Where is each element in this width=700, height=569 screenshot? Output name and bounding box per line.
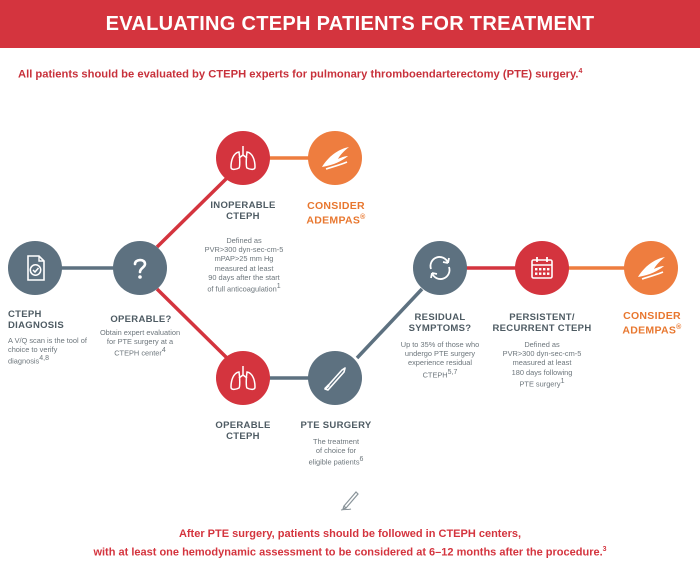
diagnosis-node — [8, 241, 62, 295]
inoperable-title-line2: CTEPH — [226, 211, 260, 222]
inoperable-desc-line: Defined as — [226, 236, 262, 245]
inoperable-desc-line: 90 days after the start — [208, 272, 280, 282]
cycle-arrows-icon — [429, 256, 451, 280]
document-check-icon — [27, 255, 45, 281]
inoperable-desc-line: measured at least — [214, 263, 274, 273]
residual-node — [413, 241, 467, 295]
adempas-wing-icon — [638, 257, 665, 280]
persistent-ref: 1 — [560, 377, 565, 385]
operable-ref: 4 — [161, 347, 166, 355]
footer-note: After PTE surgery, patients should be fo… — [0, 527, 700, 561]
pte-desc-line: eligible patients — [308, 457, 360, 467]
operable-desc: Obtain expert evaluation for PTE surgery… — [96, 328, 184, 358]
residual-desc-text: Up to 35% of those who undergo PTE surge… — [400, 340, 480, 380]
pte-desc-line: The treatment — [312, 437, 359, 446]
consider-right-node — [624, 241, 678, 295]
pte-surgery-title: PTE SURGERY — [300, 420, 372, 431]
consider-right-line2: ADEMPAS — [622, 324, 677, 337]
connector-operable-operablecteph — [155, 287, 229, 360]
diagnosis-title: CTEPH DIAGNOSIS — [8, 309, 64, 331]
consider-top-node — [308, 131, 362, 185]
operable-cteph-node — [216, 351, 270, 405]
connector-pte-residual — [355, 287, 424, 360]
residual-title-line2: SYMPTOMS? — [408, 323, 472, 334]
residual-title: RESIDUAL SYMPTOMS? — [398, 312, 482, 334]
diagnosis-ref: 4,8 — [39, 355, 49, 363]
inoperable-desc: Defined as PVR>300 dyn-sec-cm-5 mPAP>25 … — [190, 236, 298, 294]
pte-surgery-desc: The treatment of choice for eligible pat… — [286, 437, 386, 467]
intro-statement: All patients should be evaluated by CTEP… — [18, 68, 579, 81]
inoperable-desc-line: mPAP>25 mm Hg — [214, 254, 274, 264]
footer-line2: with at least one hemodynamic assessment… — [93, 546, 603, 559]
inoperable-ref: 1 — [276, 283, 281, 291]
inoperable-node — [216, 131, 270, 185]
footer-ref: 3 — [602, 546, 607, 553]
inoperable-desc-line: of full anticoagulation — [207, 284, 277, 294]
calendar-icon — [531, 257, 553, 279]
page-title: EVALUATING CTEPH PATIENTS FOR TREATMENT — [105, 12, 595, 35]
consider-top-line1: CONSIDER — [307, 200, 365, 212]
persistent-title-line1: PERSISTENT/ — [509, 312, 575, 323]
persistent-desc-line: PTE surgery — [519, 379, 561, 389]
persistent-title-line2: RECURRENT CTEPH — [492, 323, 592, 334]
persistent-desc: Defined as PVR>300 dyn-sec-cm-5 measured… — [494, 340, 590, 388]
persistent-desc-line: PVR>300 dyn-sec-cm-5 — [502, 349, 582, 359]
inoperable-title: INOPERABLE CTEPH — [203, 200, 283, 222]
connector-operable-inoperable — [155, 176, 229, 249]
operable-cteph-line2: CTEPH — [226, 431, 260, 442]
lungs-icon — [230, 146, 256, 171]
intro-text: All patients should be evaluated by CTEP… — [18, 68, 688, 81]
consider-top-mark: ® — [360, 214, 366, 221]
diagnosis-title-line2: DIAGNOSIS — [8, 320, 65, 331]
residual-ref: 5,7 — [447, 368, 458, 376]
inoperable-title-line1: INOPERABLE — [210, 200, 276, 211]
persistent-desc-line: Defined as — [524, 340, 560, 349]
consider-top-line2: ADEMPAS — [306, 214, 361, 227]
diagnosis-title-line1: CTEPH — [8, 309, 42, 320]
pen-icon — [340, 491, 359, 511]
operable-cteph-line1: OPERABLE — [215, 420, 271, 431]
header-banner: EVALUATING CTEPH PATIENTS FOR TREATMENT — [0, 0, 700, 48]
persistent-desc-line: measured at least — [512, 358, 572, 368]
diagnosis-desc-text: A V/Q scan is the tool of choice to veri… — [8, 336, 87, 366]
inoperable-desc-line: PVR>300 dyn-sec-cm-5 — [204, 245, 284, 255]
consider-right-title: CONSIDER ADEMPAS® — [612, 310, 692, 337]
consider-top-title: CONSIDER ADEMPAS® — [296, 200, 376, 227]
diagnosis-desc: A V/Q scan is the tool of choice to veri… — [8, 336, 90, 366]
pte-ref: 6 — [359, 456, 364, 464]
consider-right-line1: CONSIDER — [623, 310, 681, 322]
operable-cteph-title: OPERABLE CTEPH — [203, 420, 283, 442]
pte-desc-line: of choice for — [315, 446, 357, 456]
persistent-desc-line: 180 days following — [511, 367, 573, 377]
question-mark-icon — [133, 258, 147, 279]
adempas-wing-icon — [322, 147, 349, 170]
footer-line1: After PTE surgery, patients should be fo… — [178, 528, 522, 540]
persistent-title: PERSISTENT/ RECURRENT CTEPH — [492, 312, 592, 334]
lungs-icon — [230, 366, 256, 391]
residual-title-line1: RESIDUAL — [414, 312, 466, 323]
operable-node — [113, 241, 167, 295]
intro-ref: 4 — [578, 68, 583, 75]
scalpel-icon — [324, 367, 346, 391]
operable-title: OPERABLE? — [110, 314, 172, 325]
persistent-node — [515, 241, 569, 295]
pte-surgery-node — [308, 351, 362, 405]
residual-desc: Up to 35% of those who undergo PTE surge… — [392, 340, 488, 379]
consider-right-mark: ® — [676, 324, 682, 331]
operable-desc-text: Obtain expert evaluation for PTE surgery… — [99, 328, 181, 358]
